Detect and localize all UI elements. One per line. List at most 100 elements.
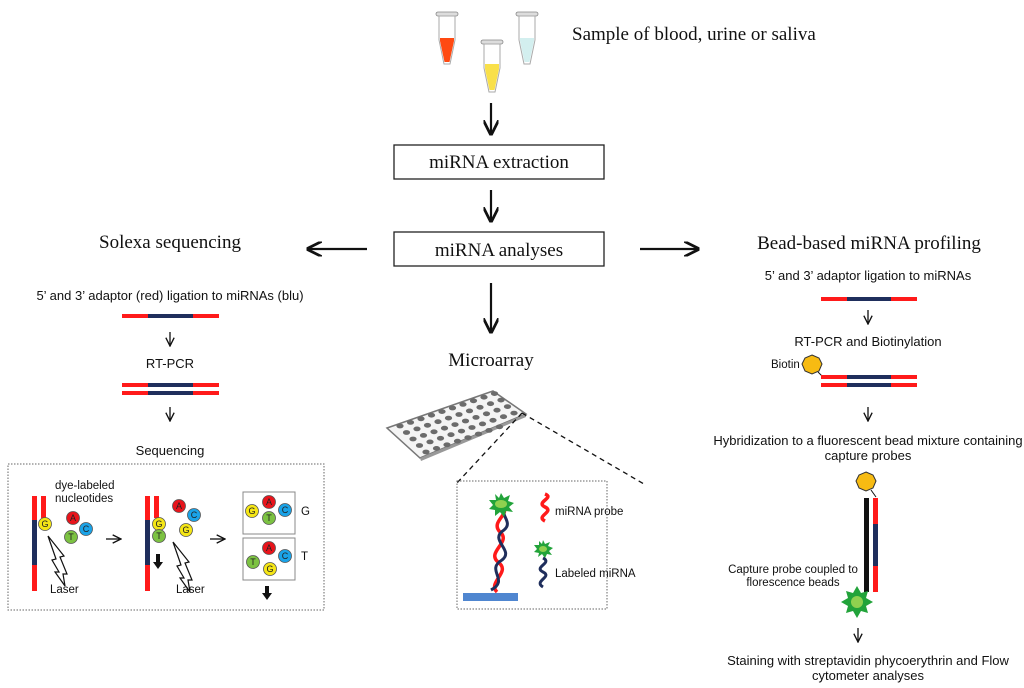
nucleotide-letter: T bbox=[156, 531, 162, 541]
nucleotide-letter: G bbox=[155, 519, 162, 529]
fluorescent-bead-icon bbox=[841, 586, 873, 618]
nucleotide-letter: C bbox=[191, 510, 198, 520]
microarray-well bbox=[493, 407, 501, 413]
nucleotide-g: G bbox=[38, 517, 52, 531]
laser-bolt-icon bbox=[172, 541, 193, 593]
down-arrow-icon bbox=[153, 554, 163, 569]
microarray-well bbox=[453, 438, 462, 444]
microarray-well bbox=[413, 426, 421, 432]
nucleotide-letter: G bbox=[266, 564, 273, 574]
analyses-box: miRNA analyses bbox=[393, 231, 605, 267]
solexa-step-rtpcr: RT-PCR bbox=[146, 356, 194, 371]
microarray-well bbox=[438, 409, 446, 414]
microarray-title: Microarray bbox=[448, 350, 534, 371]
biotin-icon bbox=[801, 354, 824, 378]
bead-step-hybrid-line1: Hybridization to a fluorescent bead mixt… bbox=[713, 433, 1022, 448]
nucleotide-circle bbox=[38, 517, 52, 531]
nucleotide-c: C bbox=[187, 508, 201, 522]
nucleotide-letter: G bbox=[248, 506, 255, 516]
solexa-title: Solexa sequencing bbox=[99, 232, 241, 253]
microarray-well bbox=[426, 439, 434, 445]
solexa-double-strand bbox=[122, 383, 219, 395]
microarray-well bbox=[423, 422, 432, 428]
dye-label-line1: dye-labeled bbox=[55, 480, 114, 492]
nucleotide-c: C bbox=[278, 549, 292, 563]
probe-label: miRNA probe bbox=[555, 506, 623, 518]
bead-step-rtpcr: RT-PCR and Biotinylation bbox=[794, 334, 941, 349]
nucleotide-letter: T bbox=[68, 532, 74, 542]
solexa-adaptor-strand bbox=[122, 314, 219, 318]
capture-label-line2: florescence beads bbox=[746, 577, 840, 589]
labeled-mirna-strand bbox=[490, 506, 509, 592]
capture-probe-illustration bbox=[841, 471, 878, 618]
bead-step-adaptor: 5’ and 3’ adaptor ligation to miRNAs bbox=[765, 268, 972, 283]
nucleotide-letter: C bbox=[282, 505, 289, 515]
nucleotide-letter: G bbox=[182, 525, 189, 535]
tube-blood bbox=[435, 11, 459, 65]
microarray-well bbox=[464, 435, 472, 440]
microarray-well bbox=[472, 415, 480, 420]
microarray-well bbox=[461, 418, 470, 424]
nucleotide-letter: T bbox=[250, 557, 256, 567]
nucleotide-circle bbox=[179, 523, 193, 537]
nucleotide-circle bbox=[263, 562, 277, 576]
nucleotide-g: G bbox=[179, 523, 193, 537]
nucleotide-circle bbox=[66, 511, 80, 525]
laser-bolt-icon bbox=[47, 535, 68, 587]
bead-step-hybrid-line2: capture probes bbox=[825, 448, 912, 463]
microarray-well bbox=[406, 420, 415, 425]
microarray-well bbox=[486, 401, 495, 407]
nucleotide-g: G bbox=[245, 504, 259, 518]
labeled-label: Labeled miRNA bbox=[555, 568, 636, 580]
microarray-well bbox=[417, 416, 425, 422]
bead-title: Bead-based miRNA profiling bbox=[757, 233, 981, 254]
microarray-well bbox=[443, 442, 451, 448]
nucleotide-circle bbox=[278, 549, 292, 563]
nucleotide-letter: A bbox=[176, 501, 182, 511]
labeled-legend-icon bbox=[534, 540, 553, 558]
microarray-well bbox=[459, 402, 467, 407]
nucleotide-a: A bbox=[262, 495, 276, 509]
nucleotide-t: T bbox=[246, 555, 260, 569]
nucleotide-g: G bbox=[152, 517, 166, 531]
nucleotide-circle bbox=[245, 504, 259, 518]
microarray-well bbox=[455, 412, 463, 417]
tube-saliva bbox=[515, 11, 539, 65]
microarray-well bbox=[497, 397, 505, 403]
microarray-well bbox=[436, 435, 445, 441]
nucleotide-circle bbox=[152, 529, 166, 543]
microarray-well bbox=[468, 425, 476, 430]
microarray-well bbox=[490, 391, 499, 396]
capture-label-line1: Capture probe coupled to bbox=[728, 564, 858, 576]
capture-probe-strand bbox=[864, 498, 869, 592]
microarray-well bbox=[440, 425, 449, 431]
nucleotide-circle bbox=[262, 541, 276, 555]
extraction-box: miRNA extraction bbox=[393, 144, 605, 180]
nucleotide-circle bbox=[79, 522, 93, 536]
microarray-well bbox=[474, 431, 483, 437]
microarray-well bbox=[495, 424, 504, 430]
microarray-well bbox=[447, 432, 455, 438]
microarray-well bbox=[465, 408, 474, 414]
nucleotide-a: A bbox=[262, 541, 276, 555]
nucleotide-letter: C bbox=[83, 524, 90, 534]
biotin-label: Biotin bbox=[771, 359, 800, 371]
microarray-well bbox=[480, 394, 488, 400]
nucleotide-circle bbox=[172, 499, 186, 513]
nucleotide-letter: A bbox=[266, 497, 272, 507]
bead-double-strand bbox=[821, 375, 917, 387]
nucleotide-t: T bbox=[152, 529, 166, 543]
microarray-well bbox=[419, 433, 428, 438]
microarray-well bbox=[499, 414, 508, 420]
microarray-well bbox=[427, 412, 436, 418]
nucleotide-g: G bbox=[263, 562, 277, 576]
microarray-detail-box: miRNA probe Labeled miRNA bbox=[456, 480, 636, 610]
microarray-plate bbox=[385, 390, 528, 461]
nucleotide-t: T bbox=[64, 530, 78, 544]
microarray-well bbox=[469, 398, 478, 404]
microarray-well bbox=[451, 422, 459, 427]
microarray-well bbox=[478, 421, 487, 427]
nucleotide-c: C bbox=[79, 522, 93, 536]
bead-step-staining-line1: Staining with streptavidin phycoerythrin… bbox=[727, 653, 1009, 668]
